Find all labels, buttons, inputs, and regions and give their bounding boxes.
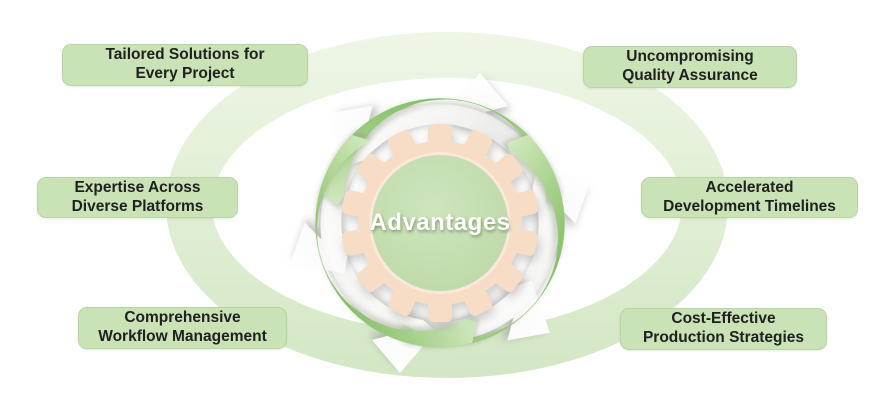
green-swirl-arc-3 (315, 135, 476, 348)
label-box-expertise-platforms: Expertise Across Diverse Platforms (37, 177, 238, 218)
green-swirl-arc-1 (320, 98, 560, 205)
label-box-accelerated-timelines: Accelerated Development Timelines (641, 177, 858, 218)
gear-core (372, 155, 508, 291)
center-label: Advantages (369, 209, 511, 236)
label-box-comprehensive-workflow: Comprehensive Workflow Management (78, 307, 287, 349)
swirl-arrows (290, 73, 590, 373)
label-box-cost-effective: Cost-Effective Production Strategies (620, 308, 827, 350)
swirl-arrow-6 (330, 104, 524, 166)
gear-icon (341, 124, 539, 322)
label-box-uncompromising-quality: Uncompromising Quality Assurance (583, 46, 797, 88)
label-box-tailored-solutions: Tailored Solutions for Every Project (62, 44, 308, 86)
